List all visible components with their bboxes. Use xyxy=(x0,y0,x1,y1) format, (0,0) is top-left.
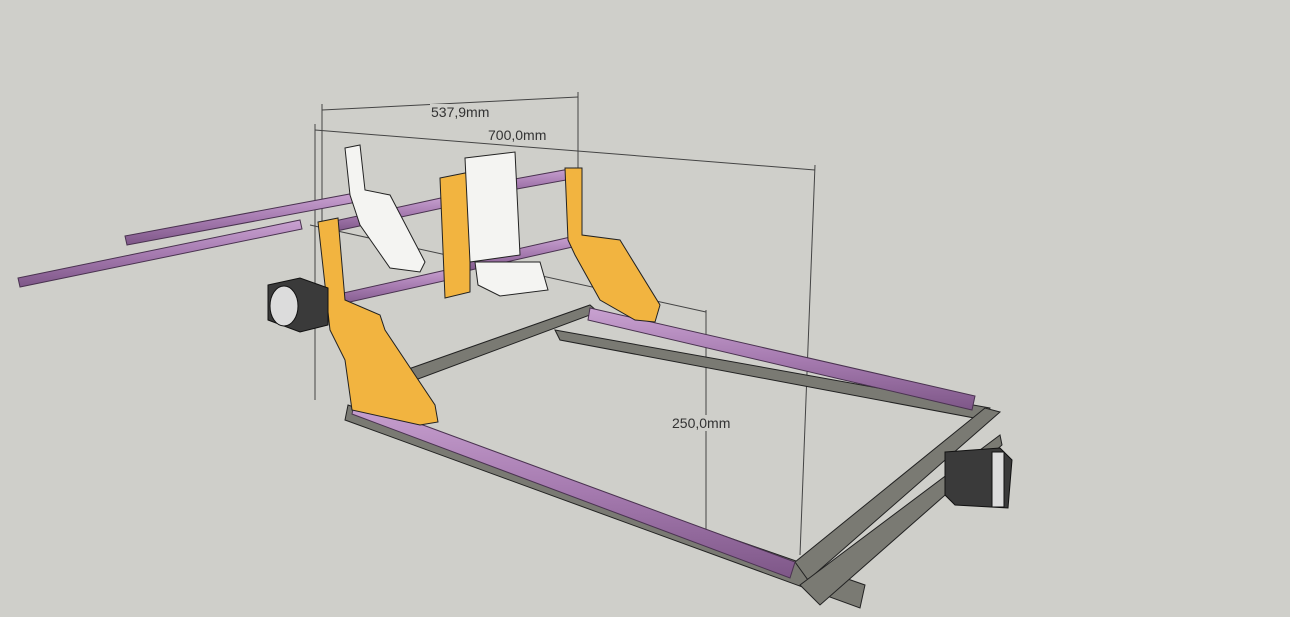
stepper-motors xyxy=(267,277,1013,509)
linear-rods xyxy=(17,167,976,579)
steel-frame xyxy=(344,304,1003,609)
yellow-brackets xyxy=(317,167,661,426)
z-carriage xyxy=(344,144,549,297)
dimension-label-height: 250,0mm xyxy=(671,415,732,431)
dimension-label-width-outer: 700,0mm xyxy=(487,127,548,143)
dimension-label-width-inner: 537,9mm xyxy=(430,104,491,120)
